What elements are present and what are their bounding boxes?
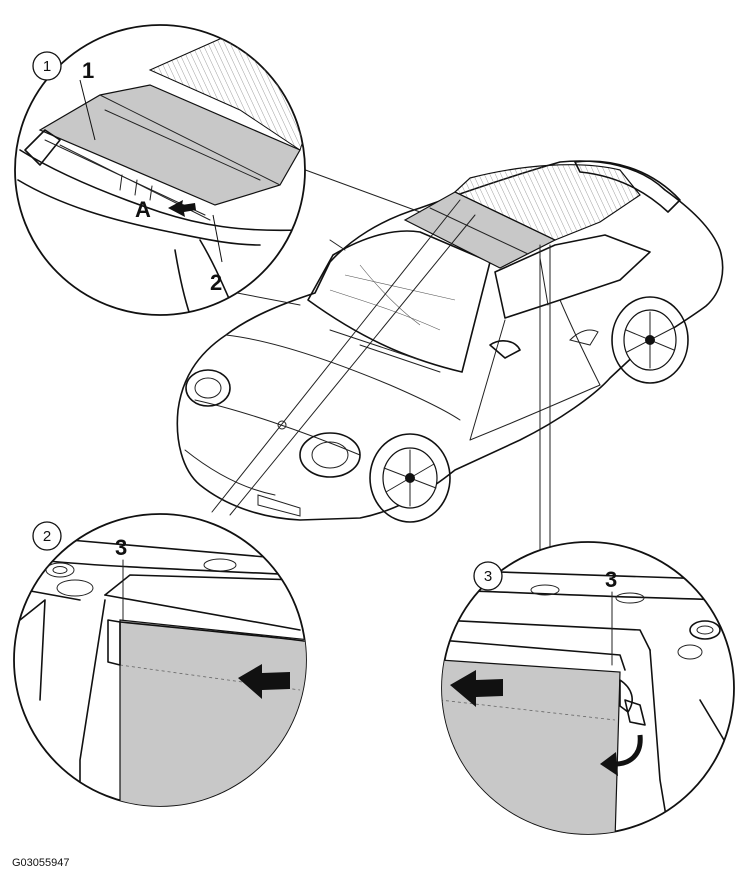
callout-part-3-right: 3 bbox=[605, 567, 617, 592]
detail-view-2: 2 3 bbox=[13, 513, 307, 807]
detail-badge-3: 3 bbox=[484, 568, 492, 585]
callout-part-1: 1 bbox=[82, 58, 94, 83]
windshield bbox=[307, 230, 491, 373]
leader-lines bbox=[211, 167, 551, 553]
detail-view-1: 1 1 A 2 bbox=[14, 24, 306, 316]
front-wheel bbox=[369, 433, 451, 523]
rear-wheel bbox=[611, 296, 689, 384]
detail-view-3: 3 3 bbox=[441, 541, 735, 835]
figure-code: G03055947 bbox=[12, 857, 70, 869]
detail-badge-1: 1 bbox=[43, 58, 51, 75]
side-window bbox=[494, 234, 651, 319]
callout-part-3-left: 3 bbox=[115, 535, 127, 560]
callout-arrow-a: A bbox=[135, 197, 151, 222]
detail-badge-2: 2 bbox=[43, 528, 51, 545]
car-illustration bbox=[176, 160, 724, 523]
callout-part-2: 2 bbox=[210, 270, 222, 295]
